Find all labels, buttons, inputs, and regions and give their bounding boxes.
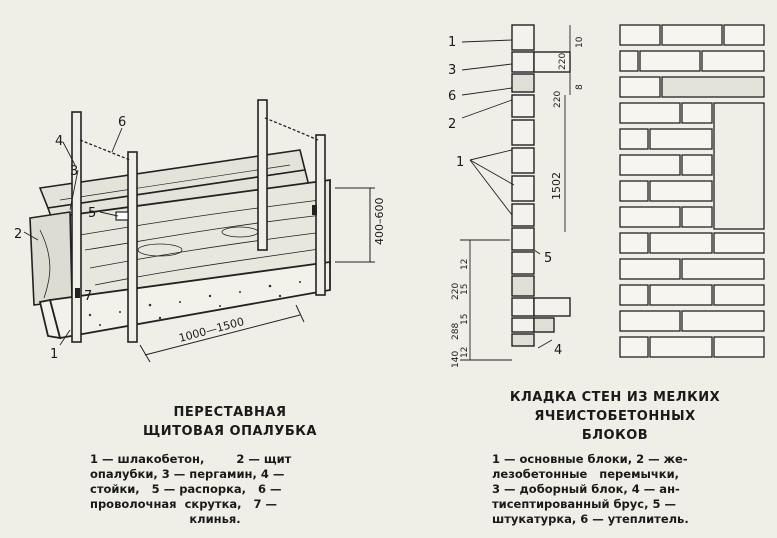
wedges	[75, 205, 317, 298]
left-legend-line: 1 — шлакобетон, 2 — щит	[90, 452, 292, 466]
svg-text:220: 220	[451, 283, 461, 300]
label-r4: 4	[554, 343, 562, 358]
right-title-line3: БЛОКОВ	[581, 428, 649, 443]
left-title-line2: ЩИТОВАЯ ОПАЛУБКА	[143, 424, 317, 439]
dimension-height: 400–600	[373, 198, 386, 246]
formwork-end-panel	[29, 211, 73, 306]
svg-text:12: 12	[460, 347, 470, 358]
label-1: 1	[50, 347, 58, 362]
svg-text:12: 12	[460, 259, 470, 270]
label-r2: 2	[448, 117, 456, 132]
left-caption: ПЕРЕСТАВНАЯ ЩИТОВАЯ ОПАЛУБКА	[110, 403, 350, 441]
wall-section-dims	[460, 25, 571, 361]
wall-section	[511, 24, 571, 347]
left-legend: 1 — шлакобетон, 2 — щит опалубки, 3 — пе…	[90, 452, 340, 527]
svg-text:1502: 1502	[550, 172, 563, 200]
dimension-length: 1000—1500	[177, 315, 245, 345]
label-7: 7	[84, 289, 92, 304]
right-caption: КЛАДКА СТЕН ИЗ МЕЛКИХ ЯЧЕИСТОБЕТОННЫХ БЛ…	[480, 388, 750, 445]
label-5: 5	[88, 206, 96, 221]
svg-text:15: 15	[460, 284, 470, 295]
dimension-lines-left	[139, 187, 375, 363]
formwork-posts	[71, 99, 326, 343]
right-legend-line: лезобетонные перемычки,	[492, 467, 680, 481]
svg-text:15: 15	[460, 314, 470, 325]
right-legend-line: 3 — доборный блок, 4 — ан-	[492, 482, 680, 496]
right-legend-line: 1 — основные блоки, 2 — же-	[492, 452, 688, 466]
label-r3: 3	[448, 63, 456, 78]
left-legend-line: проволочная скрутка, 7 —	[90, 497, 278, 511]
label-2: 2	[14, 227, 22, 242]
left-legend-line: клинья.	[189, 512, 241, 526]
wall-elevation	[619, 24, 765, 358]
left-legend-line: опалубки, 3 — пергамин, 4 —	[90, 467, 285, 481]
label-3: 3	[70, 164, 78, 179]
svg-text:140: 140	[451, 351, 461, 368]
svg-text:8: 8	[575, 84, 585, 90]
label-r1-top: 1	[448, 35, 456, 50]
label-r1-mid: 1	[456, 155, 464, 170]
svg-text:10: 10	[575, 36, 585, 48]
leader-lines-right	[461, 39, 553, 349]
svg-text:288: 288	[451, 323, 461, 340]
slag-concrete-base	[38, 260, 331, 340]
right-legend-line: штукатурка, 6 — утеплитель.	[492, 512, 689, 526]
right-legend: 1 — основные блоки, 2 — же- лезобетонные…	[492, 452, 742, 527]
leader-lines-left	[23, 127, 123, 346]
right-legend-line: тисептированный брус, 5 —	[492, 497, 676, 511]
right-title-line1: КЛАДКА СТЕН ИЗ МЕЛКИХ	[509, 390, 721, 405]
right-title-line2: ЯЧЕИСТОБЕТОННЫХ	[534, 409, 696, 424]
wire-twist	[79, 117, 319, 161]
label-6: 6	[118, 115, 126, 130]
svg-text:220: 220	[553, 91, 563, 108]
label-r5: 5	[544, 251, 552, 266]
label-4: 4	[55, 134, 63, 149]
left-title-line1: ПЕРЕСТАВНАЯ	[173, 405, 287, 420]
left-legend-line: стойки, 5 — распорка, 6 —	[90, 482, 282, 496]
dimension-texts-right: 10 220 8 220 1502 12 220 15 288 15 140 1…	[451, 36, 585, 368]
svg-text:220: 220	[558, 53, 568, 70]
label-r6: 6	[448, 89, 456, 104]
